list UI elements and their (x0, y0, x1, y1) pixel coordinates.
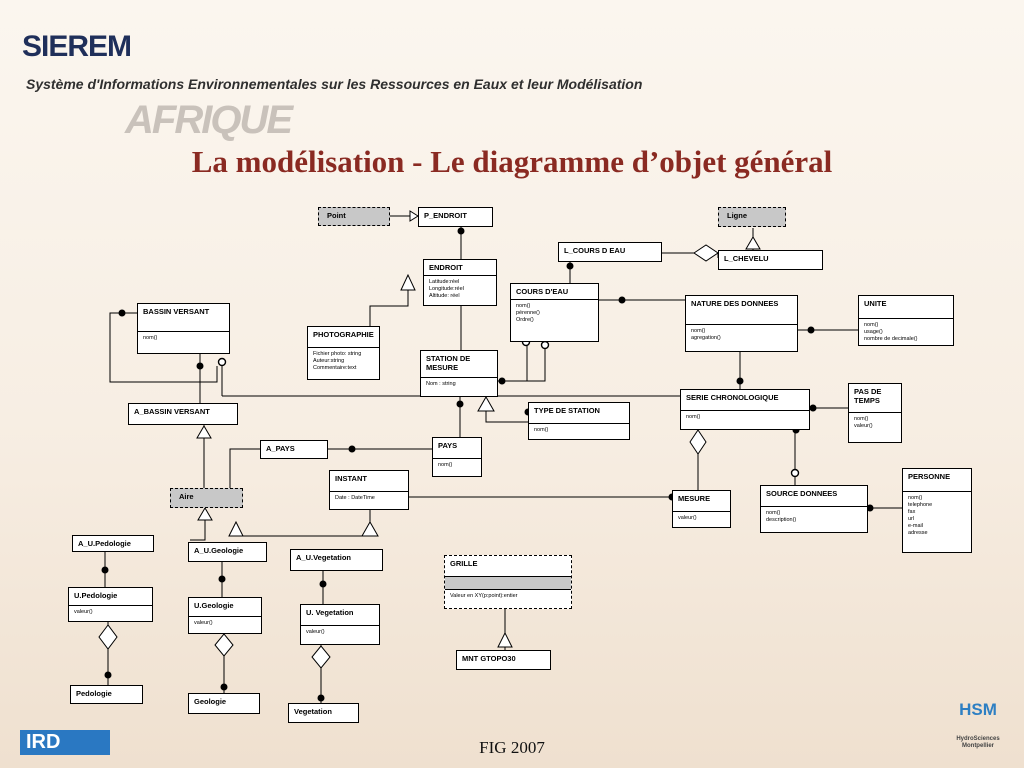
point-class: Point (318, 207, 390, 226)
type-station-class: TYPE DE STATION nom() (528, 402, 630, 440)
instant-class: INSTANT Date : DateTime (329, 470, 409, 510)
pays-class: PAYS nom() (432, 437, 482, 477)
u-vegetation-class: U. Vegetation valeur() (300, 604, 380, 645)
pas-de-temps-class: PAS DE TEMPS nom()valeur() (848, 383, 902, 443)
cours-d-eau-class: COURS D'EAU nom()pérenne()Ordre() (510, 283, 599, 342)
hsm-logo: HSM (959, 700, 997, 719)
l-chevelu-class: L_CHEVELU (718, 250, 823, 270)
slide-title: La modélisation - Le diagramme d’objet g… (191, 144, 833, 179)
grille-class: GRILLE Valeur en XY(p:point):entier (444, 555, 572, 609)
ligne-class: Ligne (718, 207, 786, 227)
source-donnees-class: SOURCE DONNEES nom()description() (760, 485, 868, 533)
pedologie-class: Pedologie (70, 685, 143, 704)
l-cours-d-eau-class: L_COURS D EAU (558, 242, 662, 262)
geologie-class: Geologie (188, 693, 260, 714)
mesure-class: MESURE valeur() (672, 490, 731, 528)
vegetation-class: Vegetation (288, 703, 359, 723)
nature-donnees-class: NATURE DES DONNEES nom()agregation() (685, 295, 798, 352)
p-endroit-class: P_ENDROIT (418, 207, 493, 227)
bassin-versant-class: BASSIN VERSANT nom() (137, 303, 230, 354)
afrique-watermark: AFRIQUE (125, 98, 293, 142)
brand-subtitle: Système d'Informations Environnementales… (26, 76, 643, 92)
brand-logo: SIEREM (22, 30, 132, 63)
a-pays-class: A_PAYS (260, 440, 328, 459)
aire-class: Aire (170, 488, 243, 508)
u-pedologie-class: U.Pedologie valeur() (68, 587, 153, 622)
mnt-gtopo30-class: MNT GTOPO30 (456, 650, 551, 670)
unite-class: UNITE nom()usage()nombre de decimale() (858, 295, 954, 346)
a-u-geologie-class: A_U.Geologie (188, 542, 267, 562)
ird-logo: IRD (20, 730, 110, 755)
hsm-logo-caption: HydroSciences Montpellier (956, 736, 1000, 749)
footer-text: FIG 2007 (479, 738, 545, 757)
u-geologie-class: U.Geologie valeur() (188, 597, 262, 634)
a-bassin-versant-class: A_BASSIN VERSANT (128, 403, 238, 425)
a-u-vegetation-class: A_U.Vegetation (290, 549, 383, 571)
a-u-pedologie-class: A_U.Pedologie (72, 535, 154, 552)
serie-chrono-class: SERIE CHRONOLOGIQUE nom() (680, 389, 810, 430)
station-mesure-class: STATION DE MESURE Nom : string (420, 350, 498, 397)
